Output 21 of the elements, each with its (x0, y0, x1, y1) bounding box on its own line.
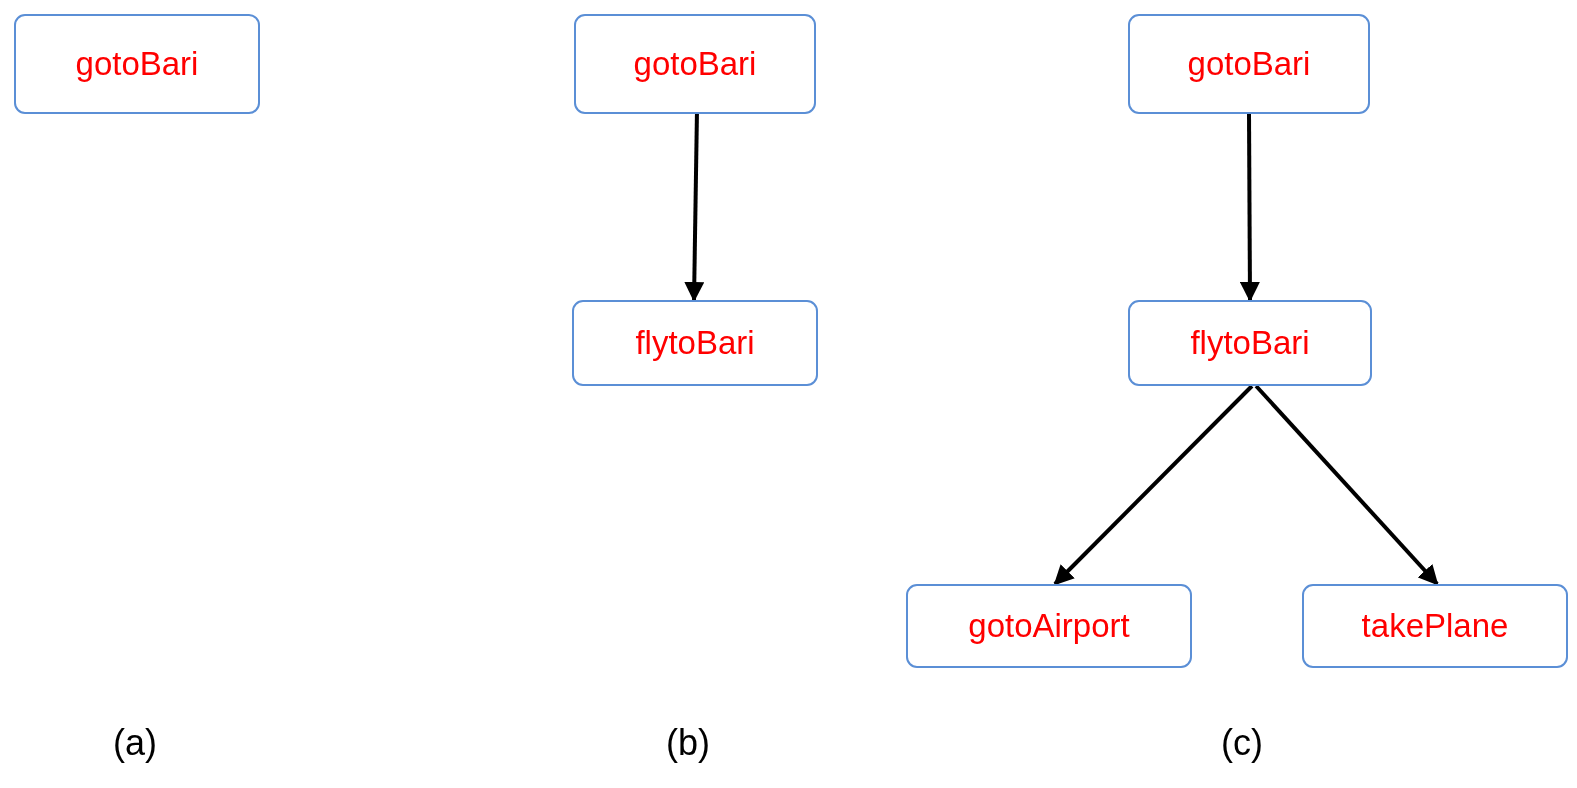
node-label: gotoBari (1187, 45, 1311, 83)
node-label: gotoBari (633, 45, 757, 83)
process-box (906, 584, 1192, 668)
node-label: flytoBari (1190, 324, 1310, 362)
arrow (684, 113, 705, 302)
node-label: takePlane (1361, 607, 1509, 645)
arrow (1053, 384, 1254, 586)
process-box (1302, 584, 1568, 668)
arrow (1254, 384, 1439, 586)
panel-label: (a) (113, 722, 157, 764)
process-box (1128, 14, 1370, 114)
node-label: gotoBari (75, 45, 199, 83)
process-box (574, 14, 816, 114)
arrow (1239, 114, 1260, 302)
panel-label: (b) (666, 722, 710, 764)
panel-label: (c) (1221, 722, 1263, 764)
node-label: flytoBari (635, 324, 755, 362)
node-label: gotoAirport (968, 607, 1130, 645)
process-box (1128, 300, 1372, 386)
process-box (14, 14, 260, 114)
process-box (572, 300, 818, 386)
